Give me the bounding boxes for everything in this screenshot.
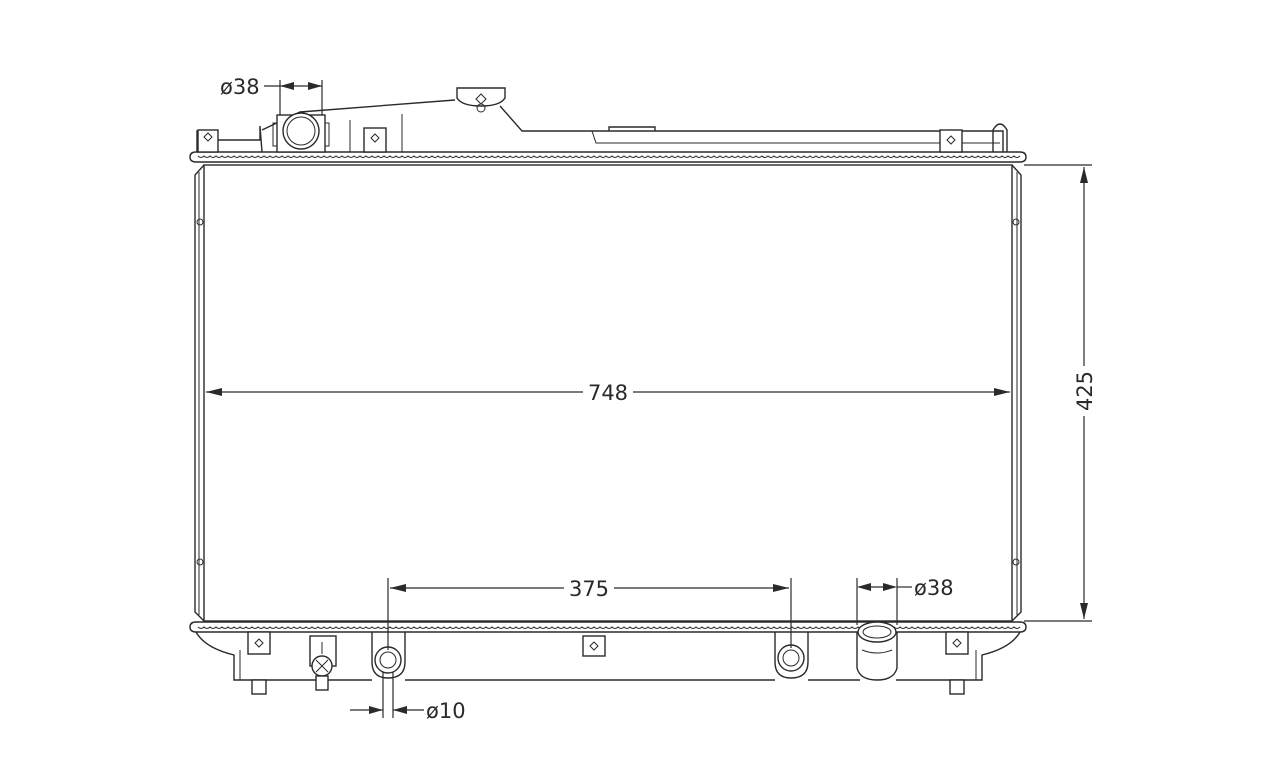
width-label: 748 (588, 381, 628, 405)
dimension-boss-spacing: 375 (387, 576, 792, 650)
outlet-diameter-label: ø38 (914, 576, 954, 600)
radiator-core (194, 164, 1022, 622)
dimension-drain-diameter: ø10 (350, 672, 466, 723)
drain-plug (309, 635, 337, 691)
mounting-boss-right (774, 632, 809, 679)
drain-diameter-label: ø10 (426, 699, 466, 723)
dimension-inlet-diameter: ø38 (220, 75, 323, 115)
mounting-boss-left (371, 632, 406, 679)
inlet-diameter-label: ø38 (220, 75, 260, 99)
dimension-width: 748 (206, 380, 1010, 405)
dimension-outlet-diameter: ø38 (856, 576, 954, 625)
inlet-pipe (272, 112, 330, 153)
top-tank (189, 87, 1027, 163)
outlet-pipe (856, 621, 898, 681)
filler-cap (456, 87, 506, 113)
height-label: 425 (1073, 371, 1097, 411)
bottom-tank (189, 621, 1027, 695)
spacing-label: 375 (569, 577, 609, 601)
dimension-height: 425 (1024, 164, 1097, 622)
